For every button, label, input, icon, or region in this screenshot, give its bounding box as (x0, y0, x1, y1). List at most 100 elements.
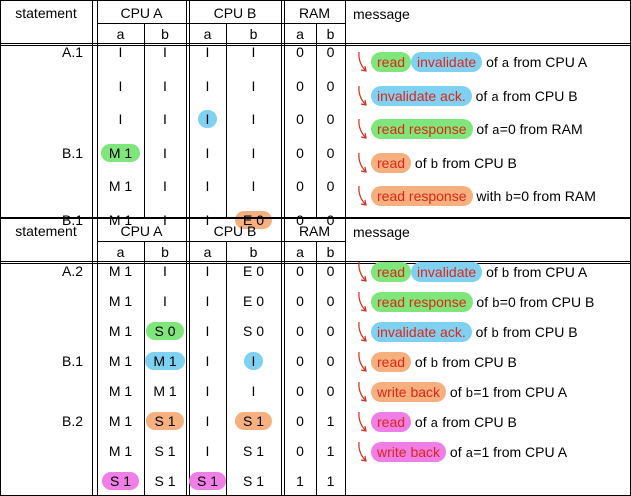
header-ram: RAM (298, 223, 331, 239)
message-text: of (411, 354, 431, 370)
message-type-badge: write back (371, 382, 447, 402)
message-type-badge: read response (371, 292, 473, 312)
cache-state-cpuAa-cell: I (97, 77, 144, 95)
message-arrow-icon (358, 85, 367, 106)
header-message: message (353, 224, 410, 240)
cache-state-cpuAa-cell: M 1 (97, 177, 144, 195)
variable-name: a (465, 446, 474, 461)
cache-state-rama: 0 (296, 178, 304, 194)
header-ram: RAM (298, 5, 331, 21)
message-type-label: read (377, 154, 406, 171)
cache-state-cpuBa: I (205, 353, 210, 369)
cache-state-cpuBa: I (205, 144, 210, 161)
message-type-label: write back (377, 444, 441, 460)
table-border (0, 0, 631, 1)
cache-state-rama: 0 (296, 293, 304, 309)
subheader-ramb: b (326, 244, 335, 260)
cache-state-cpuAa-cell: M 1 (97, 292, 144, 310)
subheader-cpuBa-cell: a (189, 243, 226, 261)
cache-state-rama: 0 (296, 443, 304, 459)
subheader-cpuBa-cell: a (189, 25, 226, 43)
message-arrow-icon (358, 291, 367, 312)
message-type-badge: read (371, 262, 412, 282)
statement-label-cell: B.2 (0, 412, 83, 430)
cache-state-rama-cell: 1 (284, 472, 316, 490)
cache-state-ramb-cell: 0 (316, 144, 345, 162)
cache-state-cpuAb: S 1 (146, 412, 184, 430)
statement-label: B.1 (61, 353, 83, 369)
column-rule (186, 0, 187, 218)
message-type-badge: invalidate ack. (371, 85, 472, 106)
subheader-cpuBb-cell: b (226, 243, 281, 261)
header-ram-cell: RAM (284, 4, 345, 22)
subheader-cpuAa-cell: a (97, 243, 144, 261)
subheader-ramb-cell: b (316, 243, 345, 261)
cache-state-ramb: 1 (326, 473, 335, 489)
message-type-label: read response (377, 294, 467, 310)
cache-state-rama-cell: 0 (284, 144, 316, 162)
column-rule (97, 218, 98, 496)
cache-state-cpuAa: I (118, 44, 123, 60)
statement-label: A.1 (61, 44, 83, 60)
cache-state-cpuBa: S 1 (189, 472, 227, 490)
cache-state-ramb-cell: 0 (316, 211, 345, 229)
cache-state-cpuBb: I (243, 352, 264, 370)
message-text: from CPU B (438, 354, 517, 370)
column-rule (345, 0, 346, 218)
subheader-rama: a (296, 244, 304, 260)
cache-state-cpuBb-cell: I (226, 352, 281, 370)
message-text: of (411, 414, 431, 430)
column-rule (281, 218, 282, 496)
variable-name: a (430, 416, 439, 431)
cache-state-ramb: 0 (326, 144, 335, 161)
cache-state-cpuBb-cell: I (226, 43, 281, 61)
cache-state-ramb: 0 (326, 77, 335, 94)
cache-state-cpuBa: I (197, 110, 218, 128)
cache-state-cpuAb: I (163, 263, 167, 279)
rule-line (0, 45, 631, 46)
message-type-label: read (377, 354, 406, 370)
cache-state-ramb-cell: 0 (316, 322, 345, 340)
cache-state-cpuBa-cell: I (189, 352, 226, 370)
message-type-label: read response (377, 188, 467, 204)
cache-state-cpuBb-cell: E 0 (226, 292, 281, 310)
cache-state-rama-cell: 0 (284, 110, 316, 128)
cache-state-cpuAb: S 1 (154, 443, 176, 459)
cache-state-cpuBb-cell: S 1 (226, 472, 281, 490)
cache-state-cpuAa-cell: M 1 (97, 412, 144, 430)
cache-state-ramb-cell: 1 (316, 412, 345, 430)
variable-name: a (491, 89, 499, 105)
message-arrow-icon (358, 152, 367, 173)
cache-state-cpuAa-cell: M 1 (97, 352, 144, 370)
message-text: from CPU B (438, 154, 517, 171)
subheader-cpuAa-cell: a (97, 25, 144, 43)
cache-state-cpuBa: I (205, 323, 210, 339)
statement-label-cell: B.1 (0, 144, 83, 162)
cache-state-rama-cell: 0 (284, 77, 316, 95)
cache-state-cpuAa-cell: M 1 (97, 143, 144, 162)
cache-state-cpuAa-cell: M 1 (97, 211, 144, 229)
cache-state-cpuAb-cell: I (144, 292, 186, 310)
message-line: invalidate ack. of a from CPU B (371, 85, 578, 108)
cache-state-cpuAb: M 1 (153, 383, 177, 399)
cache-state-cpuAb: I (163, 211, 167, 228)
cache-state-rama: 0 (296, 211, 304, 228)
cache-state-cpuAb-cell: I (144, 43, 186, 61)
statement-label: B.1 (61, 211, 83, 228)
header-cpu-a-cell: CPU A (97, 222, 186, 240)
variable-name: b (465, 386, 474, 401)
rule-line (97, 241, 345, 242)
subheader-cpuBb: b (249, 244, 258, 260)
cache-state-cpuBa: I (205, 44, 210, 60)
statement-label-cell: B.1 (0, 352, 83, 370)
message-type-badge: read (371, 52, 412, 72)
cache-state-cpuBb: E 0 (242, 263, 264, 279)
cache-state-cpuBb-cell: I (226, 110, 281, 128)
cache-state-cpuBb: E 0 (242, 293, 264, 309)
column-rule (284, 218, 285, 496)
statement-label-cell: A.1 (0, 43, 83, 61)
cache-state-cpuAb: S 0 (146, 322, 184, 340)
cache-state-rama: 0 (296, 353, 304, 369)
